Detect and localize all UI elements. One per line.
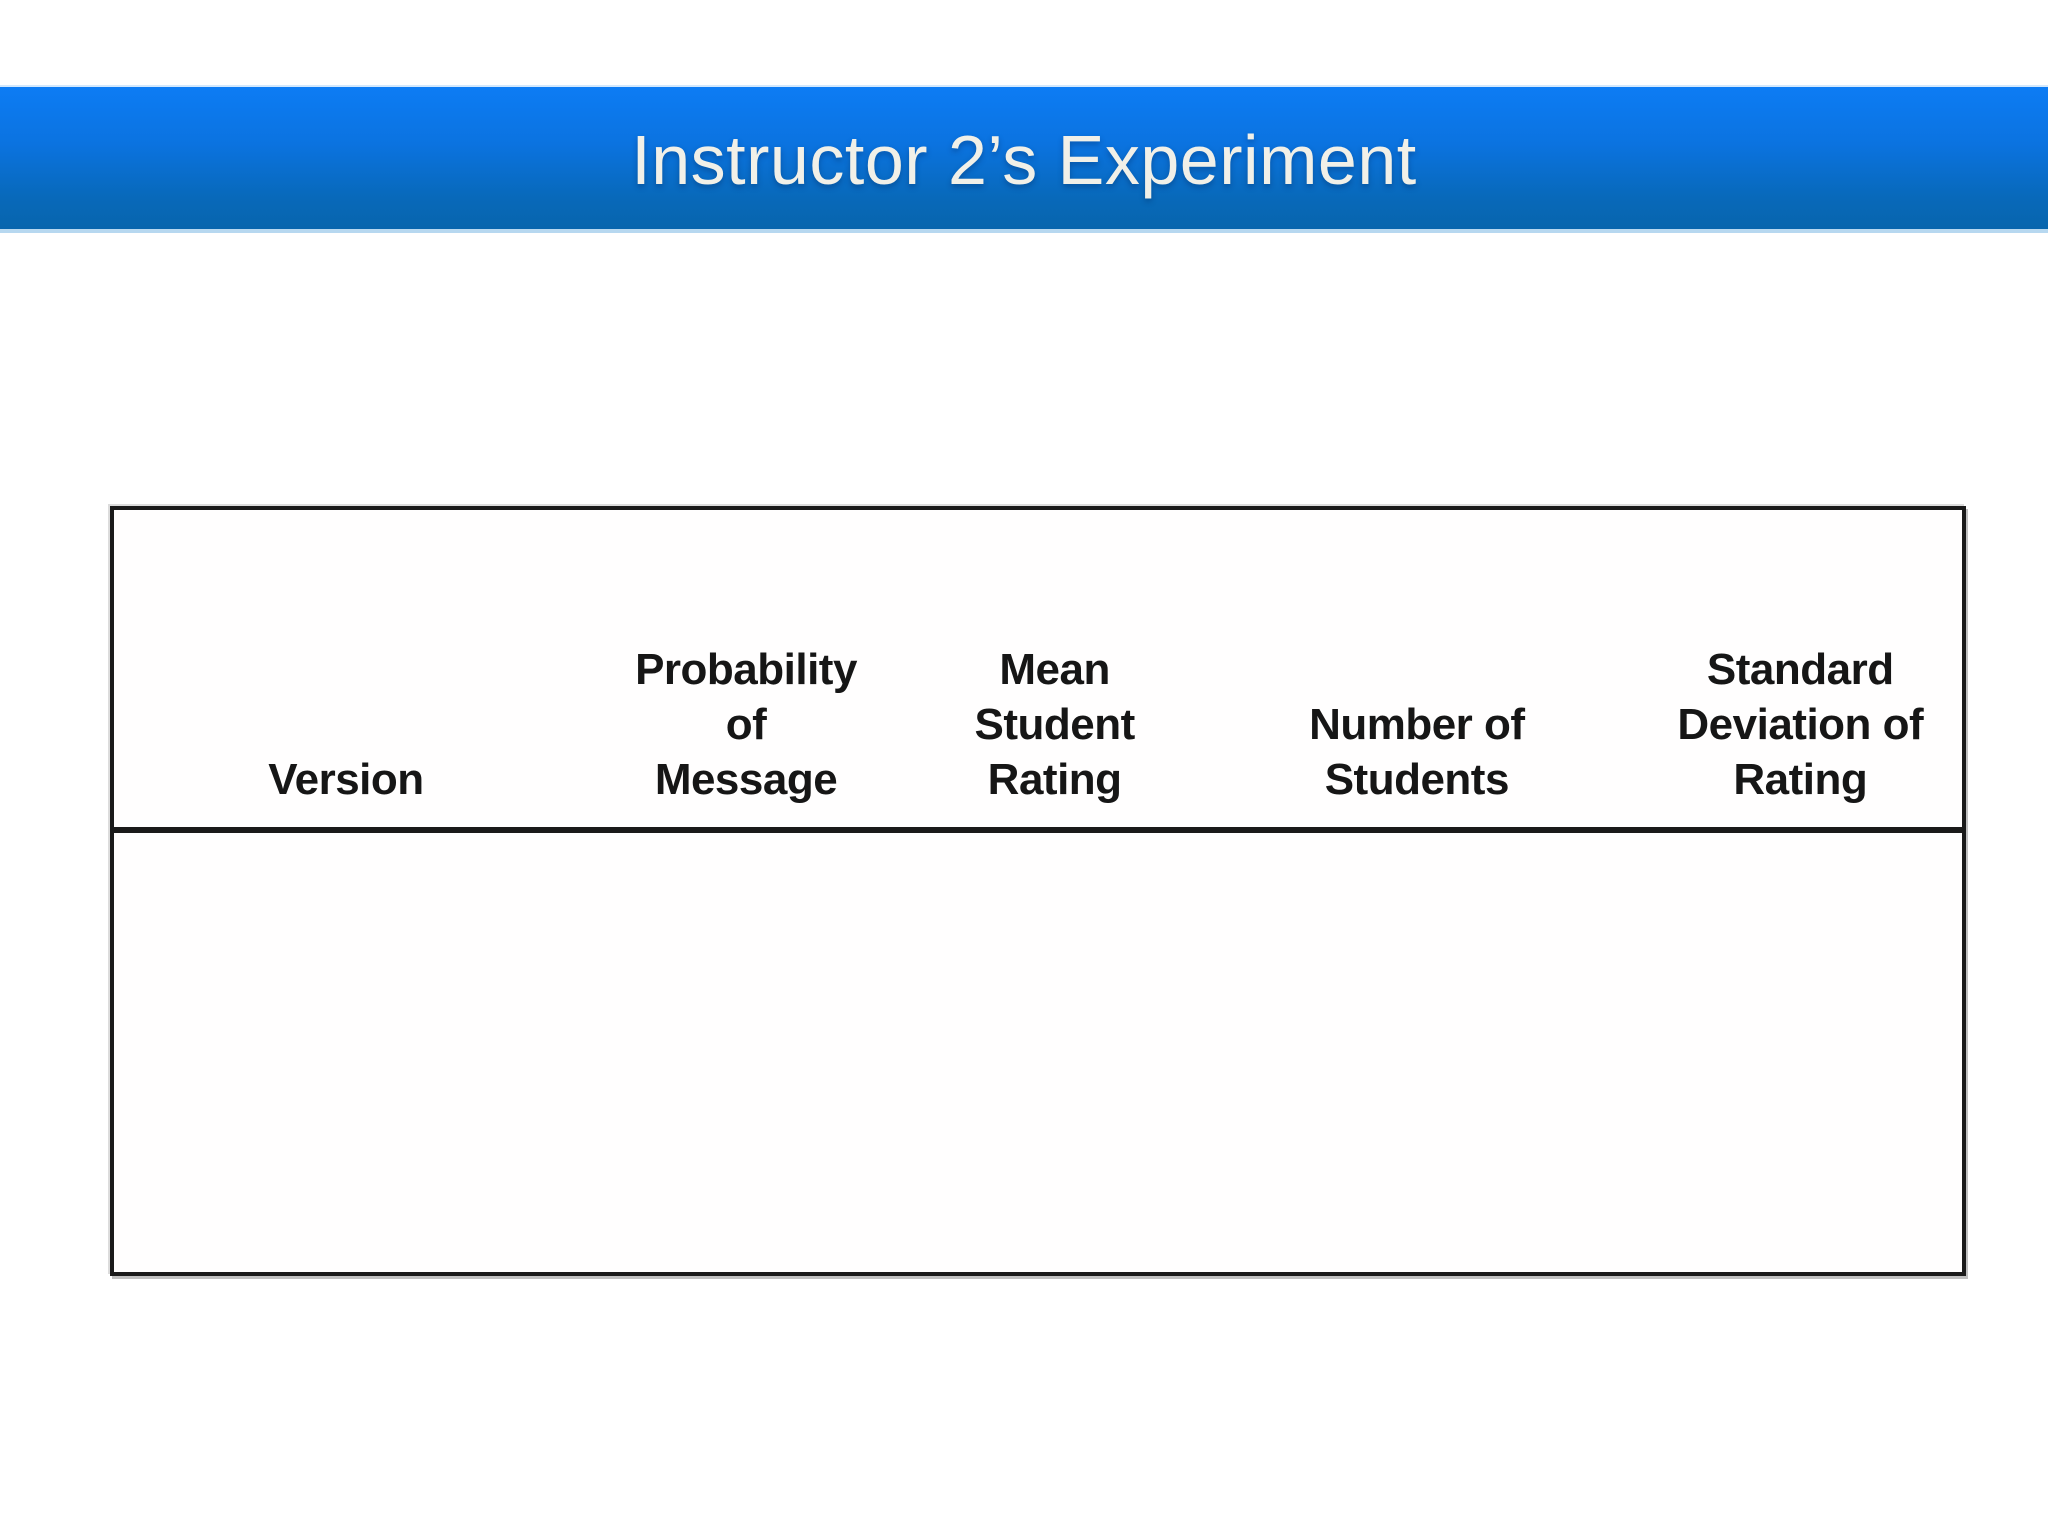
title-bar: Instructor 2’s Experiment: [0, 85, 2048, 233]
header-line: Students: [1324, 755, 1510, 804]
header-line: Mean: [999, 645, 1110, 694]
column-header-number-of-students: Number of Students: [1195, 510, 1639, 827]
header-line: Student: [974, 700, 1135, 749]
header-line: Version: [268, 755, 424, 804]
header-line: of: [725, 700, 767, 749]
slide-title: Instructor 2’s Experiment: [631, 121, 1417, 199]
header-line: Number of: [1309, 700, 1525, 749]
column-header-probability-of-message: Probability of Message: [578, 510, 914, 827]
header-line: Rating: [987, 755, 1122, 804]
header-line: Message: [654, 755, 838, 804]
header-line: Rating: [1733, 755, 1868, 804]
header-line: Deviation of: [1677, 700, 1924, 749]
header-line: Probability: [635, 645, 857, 694]
column-header-standard-deviation-of-rating: Standard Deviation of Rating: [1639, 510, 1962, 827]
table-header-row: Version Probability of Message Mean Stud…: [114, 510, 1962, 833]
column-header-mean-student-rating: Mean Student Rating: [914, 510, 1195, 827]
column-header-version: Version: [114, 510, 578, 827]
experiment-table: Version Probability of Message Mean Stud…: [110, 506, 1966, 1276]
header-line: Standard: [1706, 645, 1894, 694]
table-body-empty: [114, 833, 1962, 1272]
